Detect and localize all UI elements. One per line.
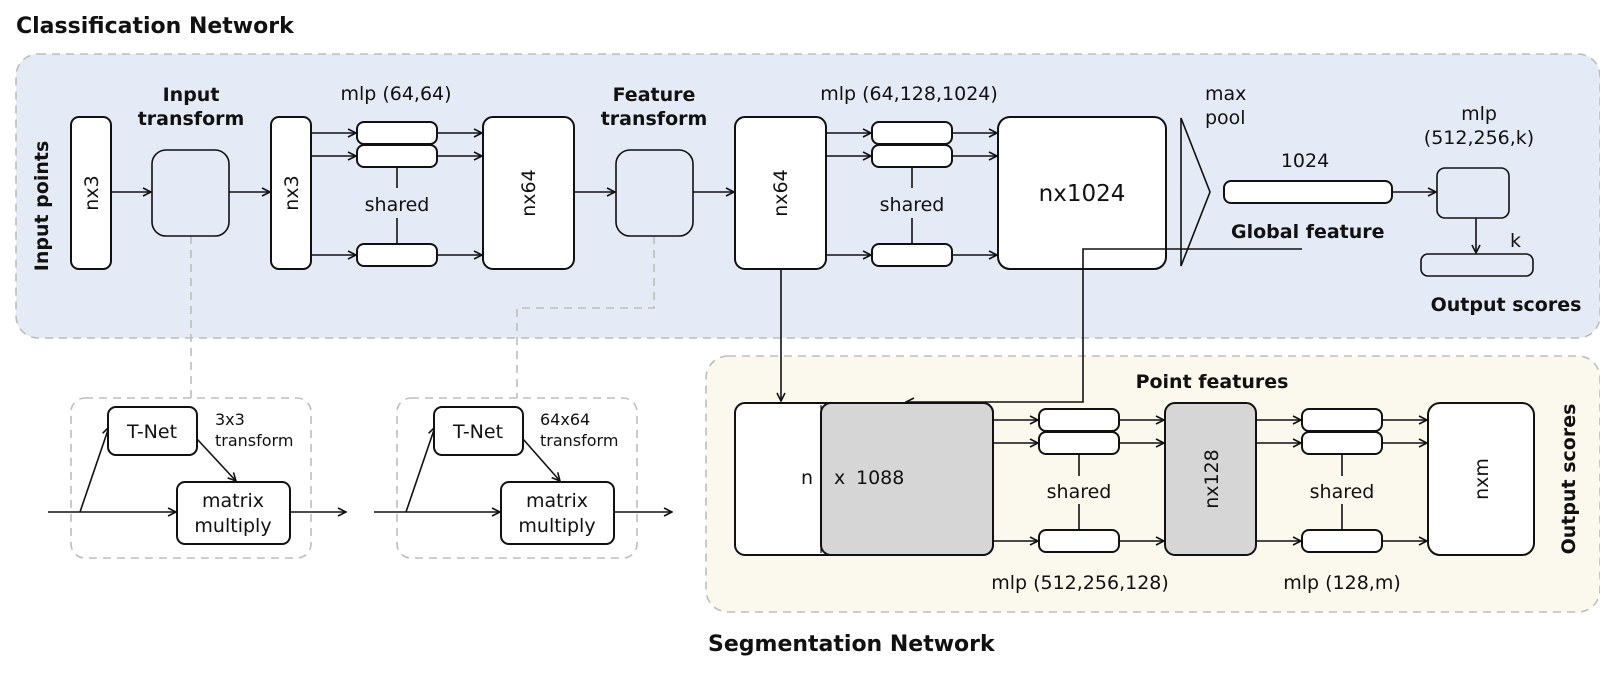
- mlp-64-128-1024-label: mlp (64,128,1024): [820, 83, 998, 105]
- seg-output-scores-label: Output scores: [1558, 404, 1580, 555]
- mlp1-shared-label: shared: [365, 194, 430, 216]
- input-transform-text: transform: [215, 431, 293, 450]
- feature-transform-size: 64x64: [540, 410, 590, 429]
- global-feature-label: Global feature: [1231, 221, 1385, 243]
- output-scores-label: Output scores: [1431, 294, 1582, 316]
- arrow: [405, 427, 435, 513]
- mlp-unit: [871, 144, 953, 168]
- feature-transform-label-2: transform: [601, 108, 708, 130]
- input-transform-block: [151, 149, 230, 237]
- transformed-nx3-block: [270, 116, 312, 270]
- feature-tnet-panel: [396, 397, 638, 559]
- seg-mlp1-label: mlp (512,256,128): [991, 572, 1169, 594]
- global-feature-arrow: [906, 248, 1302, 402]
- seg-mlp2-label: mlp (128,m): [1283, 572, 1401, 594]
- mlp-unit: [356, 243, 438, 267]
- maxpool-label-1: max: [1205, 83, 1246, 105]
- input-tnet-panel: [70, 397, 312, 559]
- point-features-label: Point features: [1136, 371, 1289, 393]
- input-nx3-label: nx3: [81, 175, 103, 210]
- nx64-block: [482, 116, 575, 270]
- nxm-block: [1427, 402, 1535, 556]
- mlp3-block: [1436, 167, 1510, 219]
- nxm-label: nxm: [1471, 458, 1493, 500]
- transformed-nx3-label: nx3: [281, 175, 303, 210]
- global-dim-label: 1024: [1281, 150, 1329, 172]
- mlp-unit: [1038, 408, 1120, 432]
- feature-tnet-block: [433, 406, 524, 456]
- input-transform-size: 3x3: [215, 410, 245, 429]
- concat-x-label: x: [834, 467, 845, 489]
- input-tnet-label: T-Net: [126, 421, 177, 443]
- input-matrix-multiply-block: [176, 481, 291, 545]
- mlp-unit: [1038, 529, 1120, 553]
- concat-n-label: n: [801, 467, 813, 489]
- concat-global-part: [820, 402, 994, 556]
- seg-mlp2-shared-label: shared: [1310, 481, 1375, 503]
- mlp-unit: [1038, 431, 1120, 455]
- feature-matrix-multiply-block: [500, 481, 615, 545]
- feature-tnet-label: T-Net: [452, 421, 503, 443]
- nx1024-label: nx1024: [1039, 181, 1126, 207]
- segmentation-network-title: Segmentation Network: [708, 632, 996, 657]
- class-scores-block: [1420, 253, 1534, 277]
- mlp-64-64-label: mlp (64,64): [340, 83, 451, 105]
- input-mm-label-1: matrix: [202, 490, 264, 512]
- concat-dim-label: 1088: [856, 467, 904, 489]
- mlp-unit: [356, 121, 438, 145]
- mlp3-label-2: (512,256,k): [1424, 127, 1534, 149]
- input-transform-label-2: transform: [138, 108, 245, 130]
- feature-mm-label-1: matrix: [526, 490, 588, 512]
- input-transform-label-1: Input: [163, 84, 220, 106]
- feature-tnet-connector: [516, 236, 655, 398]
- mlp-unit: [1301, 431, 1383, 455]
- feature-transform-block: [615, 149, 694, 237]
- seg-mlp1-shared-label: shared: [1047, 481, 1112, 503]
- mlp3-label-1: mlp: [1461, 103, 1497, 125]
- arrow: [196, 438, 236, 481]
- input-mm-label-2: multiply: [194, 515, 271, 537]
- input-tnet-group: T-Net 3x3 transform matrix multiply: [48, 397, 346, 559]
- mlp-unit: [871, 121, 953, 145]
- maxpool-label-2: pool: [1205, 107, 1246, 129]
- mlp-unit: [1301, 529, 1383, 553]
- feature-transform-text: transform: [540, 431, 618, 450]
- global-feature-block: [1223, 180, 1393, 204]
- nx128-block: [1164, 402, 1257, 556]
- maxpool-symbol: [1180, 117, 1211, 267]
- input-nx3-block: [70, 116, 112, 270]
- nx128-label: nx128: [1201, 449, 1223, 509]
- feature-transform-label-1: Feature: [613, 84, 696, 106]
- nx64-label: nx64: [518, 169, 540, 216]
- mlp-unit: [356, 144, 438, 168]
- feature-mm-label-2: multiply: [518, 515, 595, 537]
- arrow: [79, 427, 109, 513]
- feature-tnet-group: T-Net 64x64 transform matrix multiply: [374, 397, 672, 559]
- arrow: [522, 438, 560, 481]
- input-tnet-block: [107, 406, 198, 456]
- mlp-unit: [1301, 408, 1383, 432]
- classification-network-title: Classification Network: [16, 14, 295, 39]
- mlp-unit: [871, 243, 953, 267]
- k-label: k: [1510, 230, 1521, 252]
- nx64-label-2: nx64: [770, 169, 792, 216]
- input-points-label: Input points: [31, 141, 53, 272]
- nx1024-block: [997, 116, 1167, 270]
- mlp2-shared-label: shared: [880, 194, 945, 216]
